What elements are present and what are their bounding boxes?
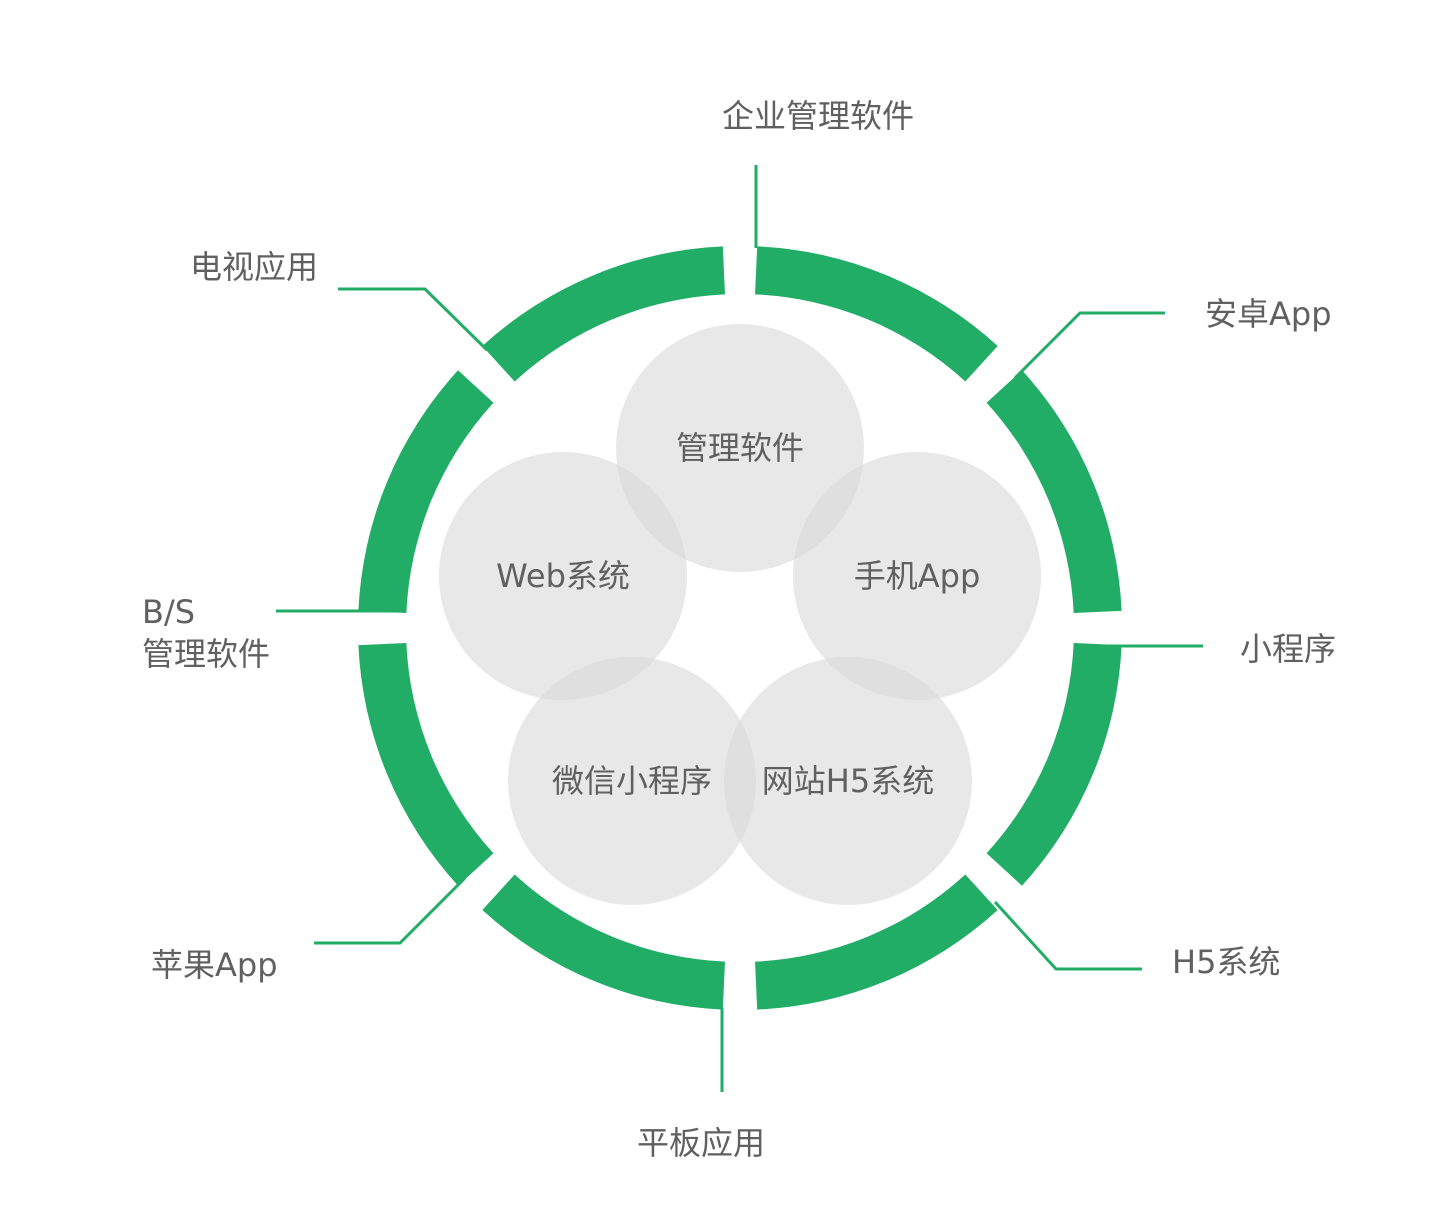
label-iphone-app: 苹果App — [151, 946, 278, 984]
circle-label-web-system: Web系统 — [496, 557, 630, 595]
ring-segment-left-upper — [358, 370, 494, 613]
label-android-app: 安卓App — [1205, 295, 1332, 333]
connector-bottom-right — [993, 900, 1142, 971]
connector-top-right — [1013, 311, 1165, 380]
connector-bottom-left — [314, 876, 467, 945]
circle-web-system — [439, 452, 687, 700]
circle-mobile-app — [793, 452, 1041, 700]
label-enterprise-software: 企业管理软件 — [722, 97, 915, 135]
connector-lines — [276, 165, 1203, 1092]
ring-segment-right-upper — [986, 370, 1122, 613]
ring-segment-bottom-left — [482, 874, 725, 1010]
ring-segment-right-lower — [986, 643, 1122, 886]
ring-segment-bottom-right — [755, 874, 998, 1010]
circle-management-software — [616, 324, 864, 572]
circle-label-management-software: 管理软件 — [675, 429, 805, 467]
circle-label-wechat-mini: 微信小程序 — [551, 762, 713, 800]
circle-label-mobile-app: 手机App — [853, 557, 981, 595]
label-mini-program: 小程序 — [1240, 630, 1337, 668]
label-bs-line1: B/S — [142, 593, 196, 631]
label-bs-management: B/S 管理软件 — [142, 591, 270, 675]
connector-top-left — [338, 287, 489, 352]
label-bs-line2: 管理软件 — [142, 635, 271, 673]
outer-ring — [358, 246, 1122, 1010]
circle-label-web-h5: 网站H5系统 — [761, 762, 935, 800]
ring-segment-left-lower — [358, 643, 494, 886]
label-h5-system: H5系统 — [1172, 943, 1281, 981]
circle-web-h5 — [724, 657, 972, 905]
ring-segment-top-right — [755, 246, 998, 382]
label-tablet-app: 平板应用 — [637, 1124, 766, 1162]
ring-segment-top-left — [482, 246, 725, 382]
circle-wechat-mini — [508, 657, 756, 905]
inner-circles — [439, 324, 1041, 905]
label-tv-app: 电视应用 — [190, 248, 319, 286]
